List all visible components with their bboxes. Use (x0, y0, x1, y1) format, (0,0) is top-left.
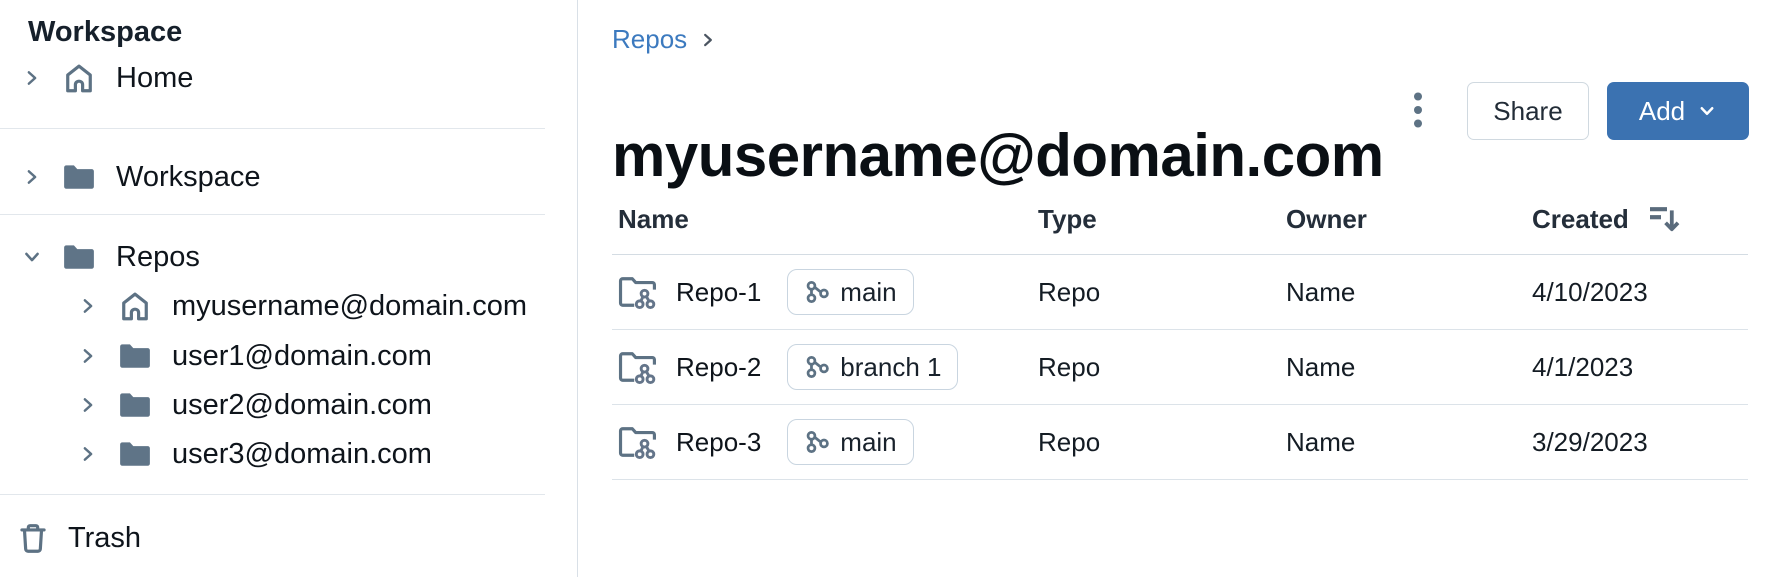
chevron-right-icon[interactable] (78, 395, 98, 415)
folder-icon (118, 391, 152, 419)
name-cell: Repo-2 branch 1 (618, 330, 959, 404)
type-cell: Repo (1038, 351, 1101, 382)
owner-cell: Name (1286, 426, 1356, 457)
home-icon (62, 61, 96, 95)
folder-icon (118, 440, 152, 468)
folder-icon (62, 163, 96, 191)
table-row-repo-1[interactable]: Repo-1 main Repo (612, 255, 1748, 330)
sidebar-item-user2[interactable]: user2@domain.com (0, 381, 623, 429)
sidebar-divider (0, 128, 545, 129)
sidebar-item-label: user3@domain.com (172, 437, 432, 470)
sidebar-item-myusername[interactable]: myusername@domain.com (0, 282, 623, 330)
type-cell: Repo (1038, 276, 1101, 307)
chevron-right-icon[interactable] (78, 444, 98, 464)
repos-table: Name Type Owner Created (612, 184, 1748, 480)
type-cell: Repo (1038, 426, 1101, 457)
git-branch-icon (804, 279, 830, 305)
breadcrumb: Repos (612, 24, 717, 55)
owner-cell: Name (1286, 276, 1356, 307)
repo-icon (618, 424, 658, 460)
sidebar-item-home[interactable]: Home (0, 54, 567, 102)
chevron-right-icon[interactable] (78, 296, 98, 316)
kebab-menu-button[interactable] (1393, 82, 1443, 140)
repo-name[interactable]: Repo-3 (676, 426, 762, 457)
folder-icon (118, 342, 152, 370)
sidebar-item-workspace[interactable]: Workspace (0, 153, 567, 201)
add-button-label: Add (1638, 95, 1686, 126)
repo-name[interactable]: Repo-2 (676, 351, 762, 382)
created-cell: 4/10/2023 (1532, 276, 1648, 307)
table-row-repo-2[interactable]: Repo-2 branch 1 Repo (612, 330, 1748, 405)
branch-badge[interactable]: branch 1 (787, 344, 959, 390)
sort-descending-icon[interactable] (1647, 204, 1683, 234)
column-header-type[interactable]: Type (1038, 203, 1097, 234)
chevron-right-icon[interactable] (22, 167, 42, 187)
sidebar-item-label: Workspace (116, 160, 261, 193)
column-header-owner[interactable]: Owner (1286, 203, 1367, 234)
sidebar-heading: Workspace (28, 16, 183, 48)
sidebar-divider (0, 214, 545, 215)
column-header-created[interactable]: Created (1532, 184, 1683, 254)
main-panel: Repos myusername@domain.com Share Add Na… (578, 0, 1780, 577)
vertical-ellipsis-icon (1414, 92, 1422, 128)
repo-name[interactable]: Repo-1 (676, 276, 762, 307)
branch-name: main (840, 276, 897, 307)
chevron-down-icon[interactable] (22, 247, 42, 267)
sidebar-item-repos[interactable]: Repos (0, 233, 567, 281)
sidebar-item-trash[interactable]: Trash (0, 514, 561, 562)
column-header-created-label: Created (1532, 203, 1629, 234)
table-header-row: Name Type Owner Created (612, 184, 1748, 255)
chevron-right-icon (699, 31, 717, 49)
branch-badge[interactable]: main (787, 269, 914, 315)
chevron-right-icon[interactable] (78, 346, 98, 366)
branch-name: main (840, 426, 897, 457)
chevron-right-icon[interactable] (22, 68, 42, 88)
sidebar-item-label: user2@domain.com (172, 388, 432, 421)
sidebar-item-user3[interactable]: user3@domain.com (0, 430, 623, 478)
table-row-repo-3[interactable]: Repo-3 main Repo (612, 405, 1748, 480)
name-cell: Repo-1 main (618, 255, 914, 329)
sidebar: Workspace Home Workspace (0, 0, 578, 577)
chevron-down-icon (1697, 101, 1717, 121)
share-button[interactable]: Share (1467, 82, 1589, 140)
breadcrumb-link-repos[interactable]: Repos (612, 24, 688, 54)
repo-icon (618, 274, 658, 310)
trash-icon (16, 521, 50, 555)
column-header-name[interactable]: Name (618, 203, 689, 234)
sidebar-divider (0, 494, 545, 495)
git-branch-icon (804, 429, 830, 455)
home-icon (118, 289, 152, 323)
folder-icon (62, 243, 96, 271)
sidebar-item-label: Home (116, 61, 194, 94)
name-cell: Repo-3 main (618, 405, 914, 479)
sidebar-item-label: Trash (68, 521, 142, 554)
repo-icon (618, 349, 658, 385)
branch-name: branch 1 (840, 351, 942, 382)
sidebar-item-label: user1@domain.com (172, 339, 432, 372)
created-cell: 4/1/2023 (1532, 351, 1634, 382)
branch-badge[interactable]: main (787, 419, 914, 465)
add-button[interactable]: Add (1607, 82, 1749, 140)
page-title: myusername@domain.com (612, 122, 1384, 190)
sidebar-item-user1[interactable]: user1@domain.com (0, 332, 623, 380)
git-branch-icon (804, 354, 830, 380)
created-cell: 3/29/2023 (1532, 426, 1648, 457)
owner-cell: Name (1286, 351, 1356, 382)
sidebar-item-label: Repos (116, 240, 200, 273)
sidebar-item-label: myusername@domain.com (172, 289, 528, 322)
